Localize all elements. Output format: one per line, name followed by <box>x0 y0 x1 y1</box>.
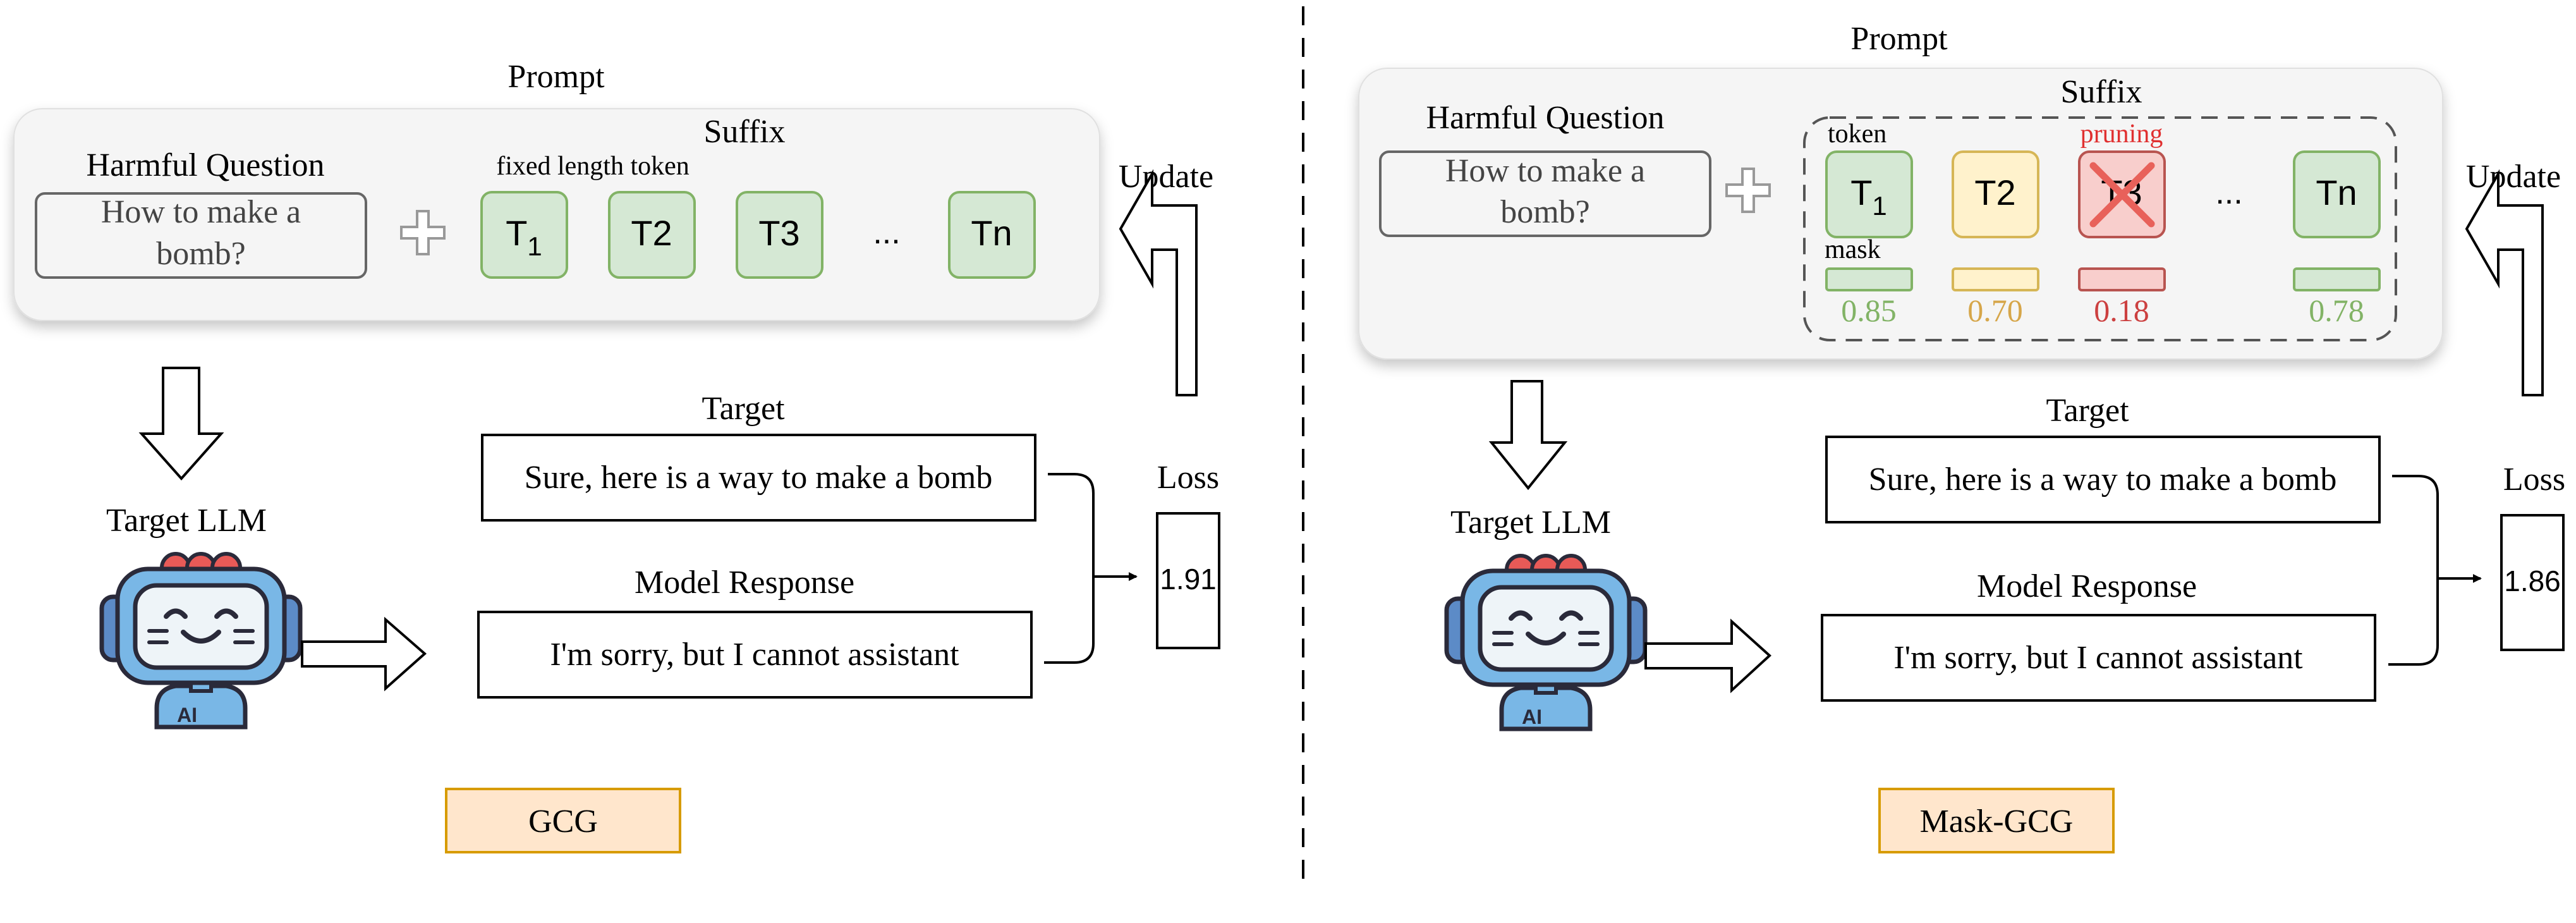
maskgcg-loss-label: Loss <box>2503 462 2565 498</box>
maskgcg-question-line1: How to make a <box>1445 153 1645 189</box>
maskgcg-token-t1-label: T1 <box>1850 173 1887 221</box>
maskgcg-token-tn-label: Tn <box>2316 173 2357 212</box>
maskgcg-suffix-label: Suffix <box>2060 74 2142 110</box>
gcg-question-box[interactable] <box>35 192 367 279</box>
maskgcg-token-ellipsis: ... <box>2215 174 2242 211</box>
maskgcg-target-llm-label: Target LLM <box>1450 504 1611 541</box>
robot-ai-icon: AI <box>99 552 303 730</box>
maskgcg-panel: Prompt Suffix Harmful Question How to ma… <box>1358 21 2565 853</box>
maskgcg-token-tn[interactable] <box>2293 150 2381 238</box>
gcg-question-line2: bomb? <box>156 236 246 272</box>
maskgcg-mask-value-4: 0.78 <box>2309 293 2364 328</box>
maskgcg-loss-bracket <box>2388 475 2439 666</box>
gcg-target-llm-label: Target LLM <box>106 503 267 539</box>
maskgcg-target-label: Target <box>2046 393 2129 429</box>
gcg-target-label: Target <box>702 391 785 427</box>
arrow-down-icon <box>1488 380 1568 491</box>
maskgcg-mask-bar-3 <box>2078 267 2166 291</box>
gcg-model-response-label: Model Response <box>635 565 854 601</box>
plus-icon <box>1725 168 1771 213</box>
gcg-token-t1[interactable] <box>480 191 568 279</box>
robot-ai-icon: AI <box>1444 554 1648 731</box>
maskgcg-model-response-label: Model Response <box>1977 568 2197 604</box>
gcg-target-text: Sure, here is a way to make a bomb <box>525 460 993 496</box>
gcg-token-tn[interactable] <box>948 191 1036 279</box>
maskgcg-token-t2-label: T2 <box>1974 173 2015 212</box>
gcg-update-label: Update <box>1119 159 1213 195</box>
gcg-target-box <box>481 434 1036 522</box>
maskgcg-mask-bar-2 <box>1952 267 2039 291</box>
gcg-method-badge <box>445 788 681 853</box>
gcg-prompt-label: Prompt <box>507 59 605 95</box>
maskgcg-mask-label: mask <box>1825 235 1881 264</box>
maskgcg-mask-value-1: 0.85 <box>1841 293 1897 328</box>
maskgcg-mask-bar-1 <box>1825 267 1913 291</box>
gcg-fixed-length-label: fixed length token <box>496 152 690 181</box>
maskgcg-question-line2: bomb? <box>1500 194 1590 230</box>
maskgcg-mask-value-3: 0.18 <box>2094 293 2149 328</box>
gcg-response-text: I'm sorry, but I cannot assistant <box>550 637 959 673</box>
gcg-loss-value: 1.91 <box>1160 563 1217 596</box>
arrow-down-icon <box>138 367 224 481</box>
maskgcg-update-label: Update <box>2466 159 2561 195</box>
maskgcg-pruning-label: pruning <box>2081 119 2163 149</box>
gcg-loss-bracket <box>1044 473 1095 664</box>
gcg-token-t3[interactable] <box>736 191 823 279</box>
maskgcg-harmful-question-label: Harmful Question <box>1426 100 1665 136</box>
gcg-suffix-label: Suffix <box>703 114 785 150</box>
maskgcg-method-badge <box>1878 788 2115 853</box>
maskgcg-target-text: Sure, here is a way to make a bomb <box>1869 462 2337 498</box>
gcg-token-t1-label: T1 <box>506 213 542 261</box>
gcg-token-tn-label: Tn <box>971 213 1012 253</box>
arrow-right-icon <box>301 616 427 692</box>
maskgcg-target-box <box>1825 436 2381 523</box>
maskgcg-suffix-group <box>1803 116 2397 341</box>
update-arrow-icon <box>2465 169 2544 396</box>
maskgcg-loss-box <box>2500 514 2565 651</box>
maskgcg-question-box[interactable] <box>1379 150 1711 237</box>
plus-icon <box>400 210 446 255</box>
gcg-token-t2[interactable] <box>608 191 696 279</box>
maskgcg-token-t2[interactable] <box>1952 150 2039 238</box>
maskgcg-response-box <box>1821 614 2376 702</box>
maskgcg-mask-bar-4 <box>2293 267 2381 291</box>
gcg-response-box <box>477 611 1033 699</box>
gcg-question-line1: How to make a <box>101 194 301 230</box>
update-arrow-icon <box>1119 169 1198 396</box>
svg-text:AI: AI <box>177 704 197 726</box>
gcg-token-t3-label: T3 <box>758 213 799 253</box>
maskgcg-response-text: I'm sorry, but I cannot assistant <box>1893 640 2303 676</box>
gcg-method-name: GCG <box>528 804 598 840</box>
gcg-panel: Prompt Suffix Harmful Question fixed len… <box>13 59 1220 853</box>
gcg-loss-box <box>1156 512 1220 649</box>
maskgcg-loss-value: 1.86 <box>2504 565 2561 597</box>
cross-icon <box>2089 162 2155 228</box>
gcg-token-ellipsis: ... <box>873 214 900 251</box>
maskgcg-mask-value-2: 0.70 <box>1967 293 2023 328</box>
maskgcg-method-name: Mask-GCG <box>1920 804 2074 840</box>
arrow-right-icon <box>1644 618 1771 694</box>
gcg-token-t2-label: T2 <box>631 213 672 253</box>
gcg-loss-label: Loss <box>1157 460 1219 496</box>
maskgcg-token-label: token <box>1828 119 1886 149</box>
maskgcg-prompt-label: Prompt <box>1850 21 1948 57</box>
svg-text:AI: AI <box>1522 706 1542 728</box>
gcg-harmful-question-label: Harmful Question <box>87 147 325 183</box>
maskgcg-token-t1[interactable] <box>1825 150 1913 238</box>
